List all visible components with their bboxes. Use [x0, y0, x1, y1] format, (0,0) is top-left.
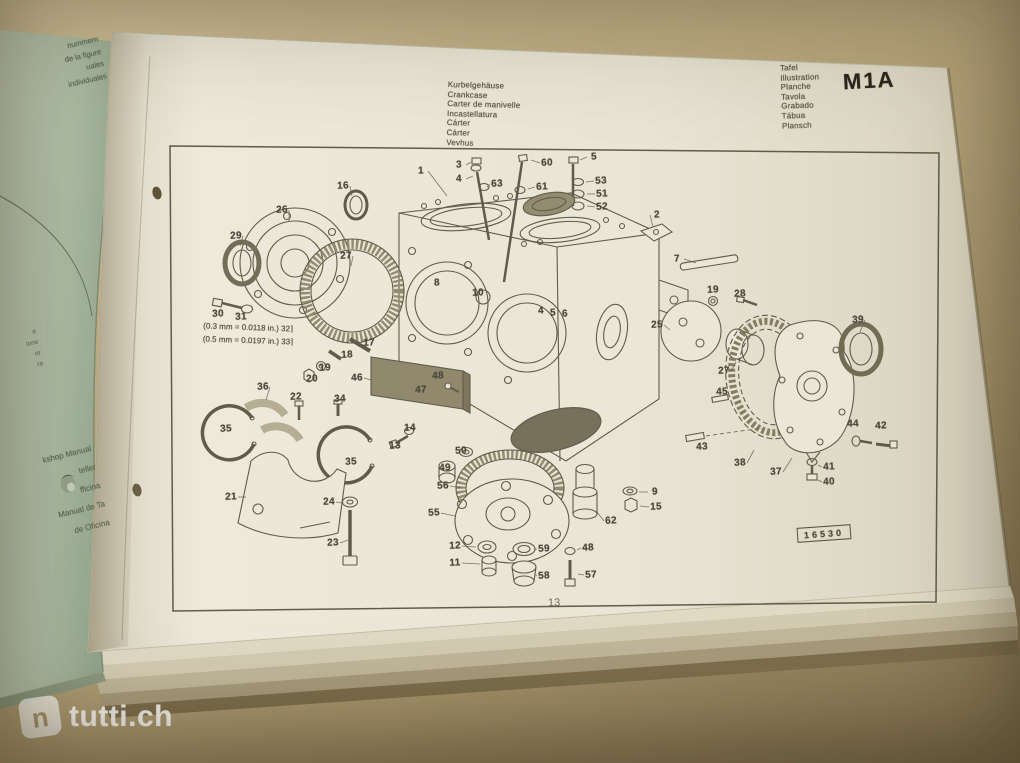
small-fasteners-drawing	[294, 337, 415, 449]
plate-border	[169, 145, 940, 612]
watermark: n tutti.ch	[17, 694, 173, 740]
side-plate-drawing	[370, 356, 471, 414]
callout-leader-lines	[238, 156, 866, 577]
breather-drawing	[572, 463, 638, 520]
tutti-logo-icon: n	[17, 694, 63, 740]
watermark-text: tutti.ch	[69, 700, 173, 733]
plate-code: M1A	[842, 66, 897, 95]
oversize-notes: (0.3 mm = 0.0118 in.) 32⌉(0.5 mm = 0.019…	[203, 319, 294, 348]
rear-cover-drawing	[660, 295, 898, 481]
exploded-view-drawing	[169, 145, 940, 612]
plate-label-line: Plansch	[781, 120, 813, 131]
page-stack-edges	[88, 586, 1018, 718]
bracket-and-pin-drawing	[639, 223, 739, 271]
front-cover-drawing	[211, 189, 405, 344]
binder-hole-bottom	[132, 483, 142, 497]
binder-hole-top	[152, 186, 162, 200]
top-bolts-drawing	[470, 153, 585, 283]
bearing-cap-drawing	[200, 398, 375, 566]
part-title-line: Vevhus	[446, 137, 474, 148]
page-number: 13	[547, 596, 561, 610]
